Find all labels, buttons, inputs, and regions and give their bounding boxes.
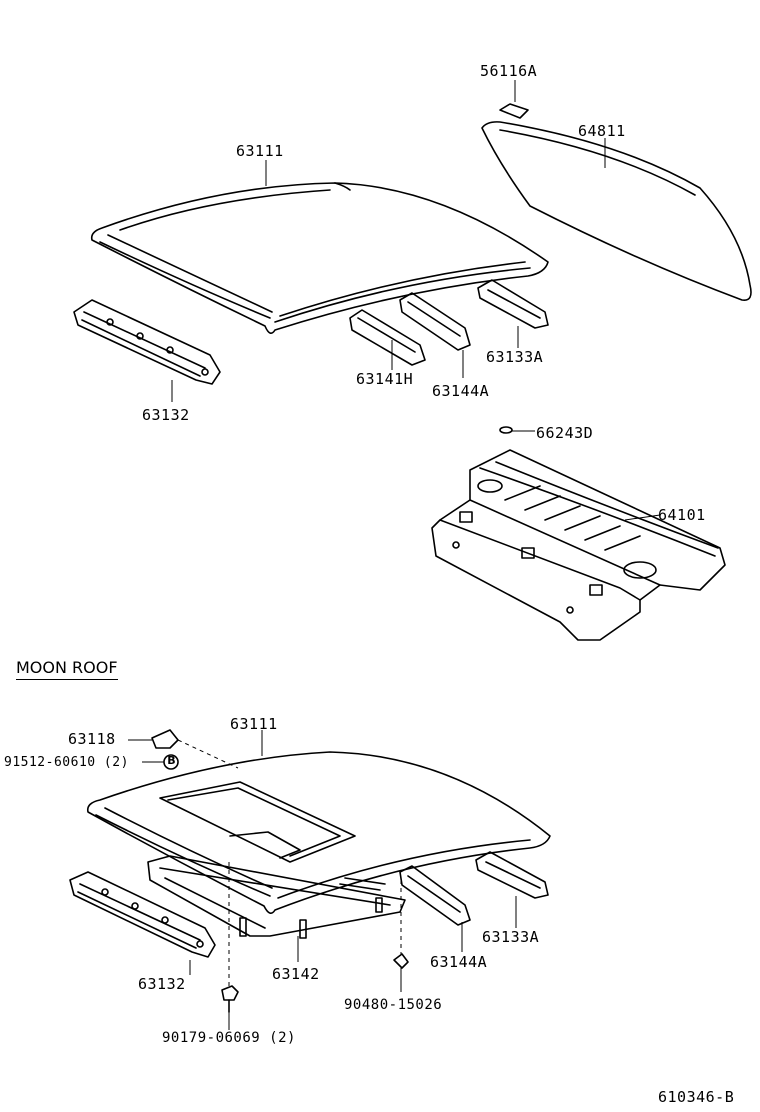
moonroof-front-header-shape [69, 871, 216, 958]
section-title-moon-roof: MOON ROOF [16, 658, 118, 680]
label-63132: 63132 [142, 406, 190, 424]
label-63132-moonroof: 63132 [138, 975, 186, 993]
front-header-shape [73, 299, 221, 385]
label-63141h: 63141H [356, 370, 414, 388]
back-window-glass-shape [481, 121, 752, 302]
label-63144a-moonroof: 63144A [430, 953, 488, 971]
label-63142: 63142 [272, 965, 320, 983]
label-64101: 64101 [658, 506, 706, 524]
label-63144a: 63144A [432, 382, 490, 400]
bracket-shape [151, 729, 179, 749]
label-56116a: 56116A [480, 62, 538, 80]
leader-lines [128, 80, 661, 1030]
label-66243d: 66243D [536, 424, 594, 442]
sunroof-housing-shape [147, 855, 406, 939]
label-63111: 63111 [236, 142, 284, 160]
moonroof-bows-shape [399, 851, 549, 926]
label-90179: 90179-06069 (2) [162, 1030, 296, 1046]
screw-90179-shape [221, 985, 239, 1013]
nut-90480-shape [393, 953, 409, 969]
package-tray-shape [431, 449, 726, 641]
label-63133a: 63133A [486, 348, 544, 366]
label-63133a-moonroof: 63133A [482, 928, 540, 946]
label-63118: 63118 [68, 730, 116, 748]
diagram-id: 610346-B [658, 1088, 735, 1106]
label-90480: 90480-15026 [344, 997, 443, 1013]
grommet-shape [499, 426, 513, 434]
roof-bows-shape [349, 279, 549, 366]
roof-panel-shape [90, 182, 549, 334]
clip-shape [499, 103, 529, 119]
label-63111-moonroof: 63111 [230, 715, 278, 733]
moonroof-roof-panel-shape [86, 751, 551, 914]
marker-b-label: B [167, 754, 176, 767]
label-91512: 91512-60610 (2) [4, 755, 129, 770]
label-64811: 64811 [578, 122, 626, 140]
dashed-lines [177, 739, 402, 988]
